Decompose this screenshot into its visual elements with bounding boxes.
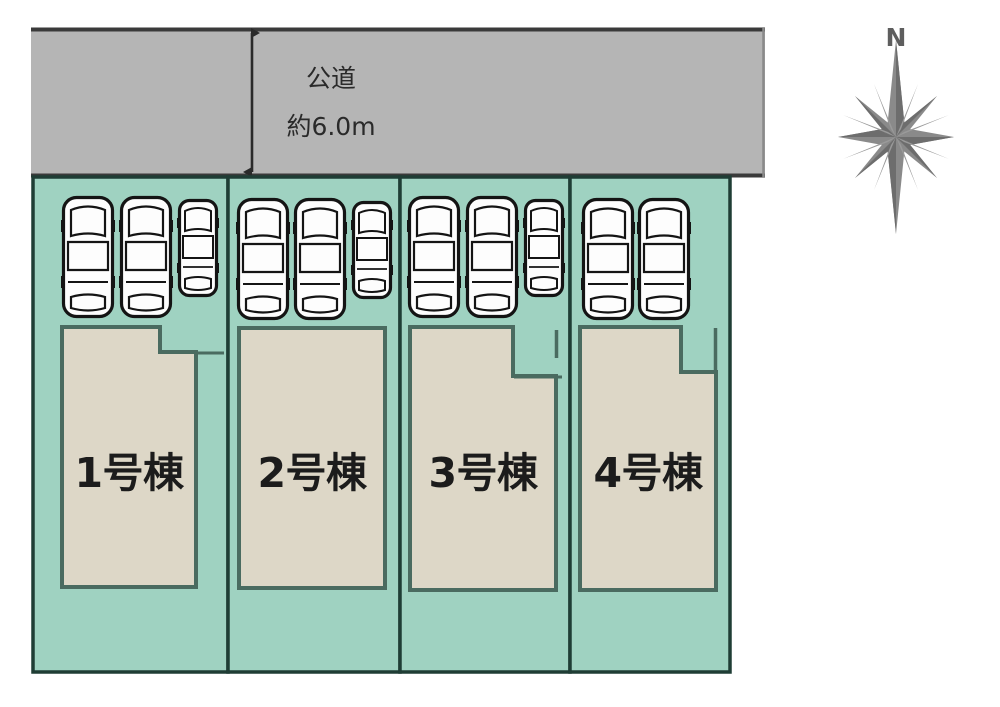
building-4-label: 4号棟 [593, 449, 704, 497]
car-standard [117, 195, 175, 319]
car-standard [635, 197, 693, 321]
building-1[interactable] [60, 325, 224, 589]
building-2-label: 2号棟 [257, 449, 368, 497]
car-compact [521, 198, 567, 298]
car-standard [579, 197, 637, 321]
building-3-label: 3号棟 [428, 449, 539, 497]
road-name-label: 公道 [306, 64, 356, 93]
car-compact [349, 200, 395, 300]
compass-secondary-rays [843, 84, 949, 190]
building-3[interactable] [408, 325, 562, 592]
car-standard [59, 195, 117, 319]
car-standard [234, 197, 292, 321]
car-compact [175, 198, 221, 298]
compass-north-label: N [886, 23, 907, 52]
public-road-area [31, 27, 765, 178]
building-1-label: 1号棟 [74, 449, 185, 497]
compass-ordinal-rays [855, 96, 937, 178]
compass-cardinal-rays [838, 40, 954, 234]
car-standard [291, 197, 349, 321]
car-standard [463, 195, 521, 319]
car-standard [405, 195, 463, 319]
building-2[interactable] [237, 326, 387, 590]
road-width-label: 約6.0m [286, 112, 375, 141]
compass-rose [838, 40, 954, 234]
building-4[interactable] [578, 325, 718, 592]
